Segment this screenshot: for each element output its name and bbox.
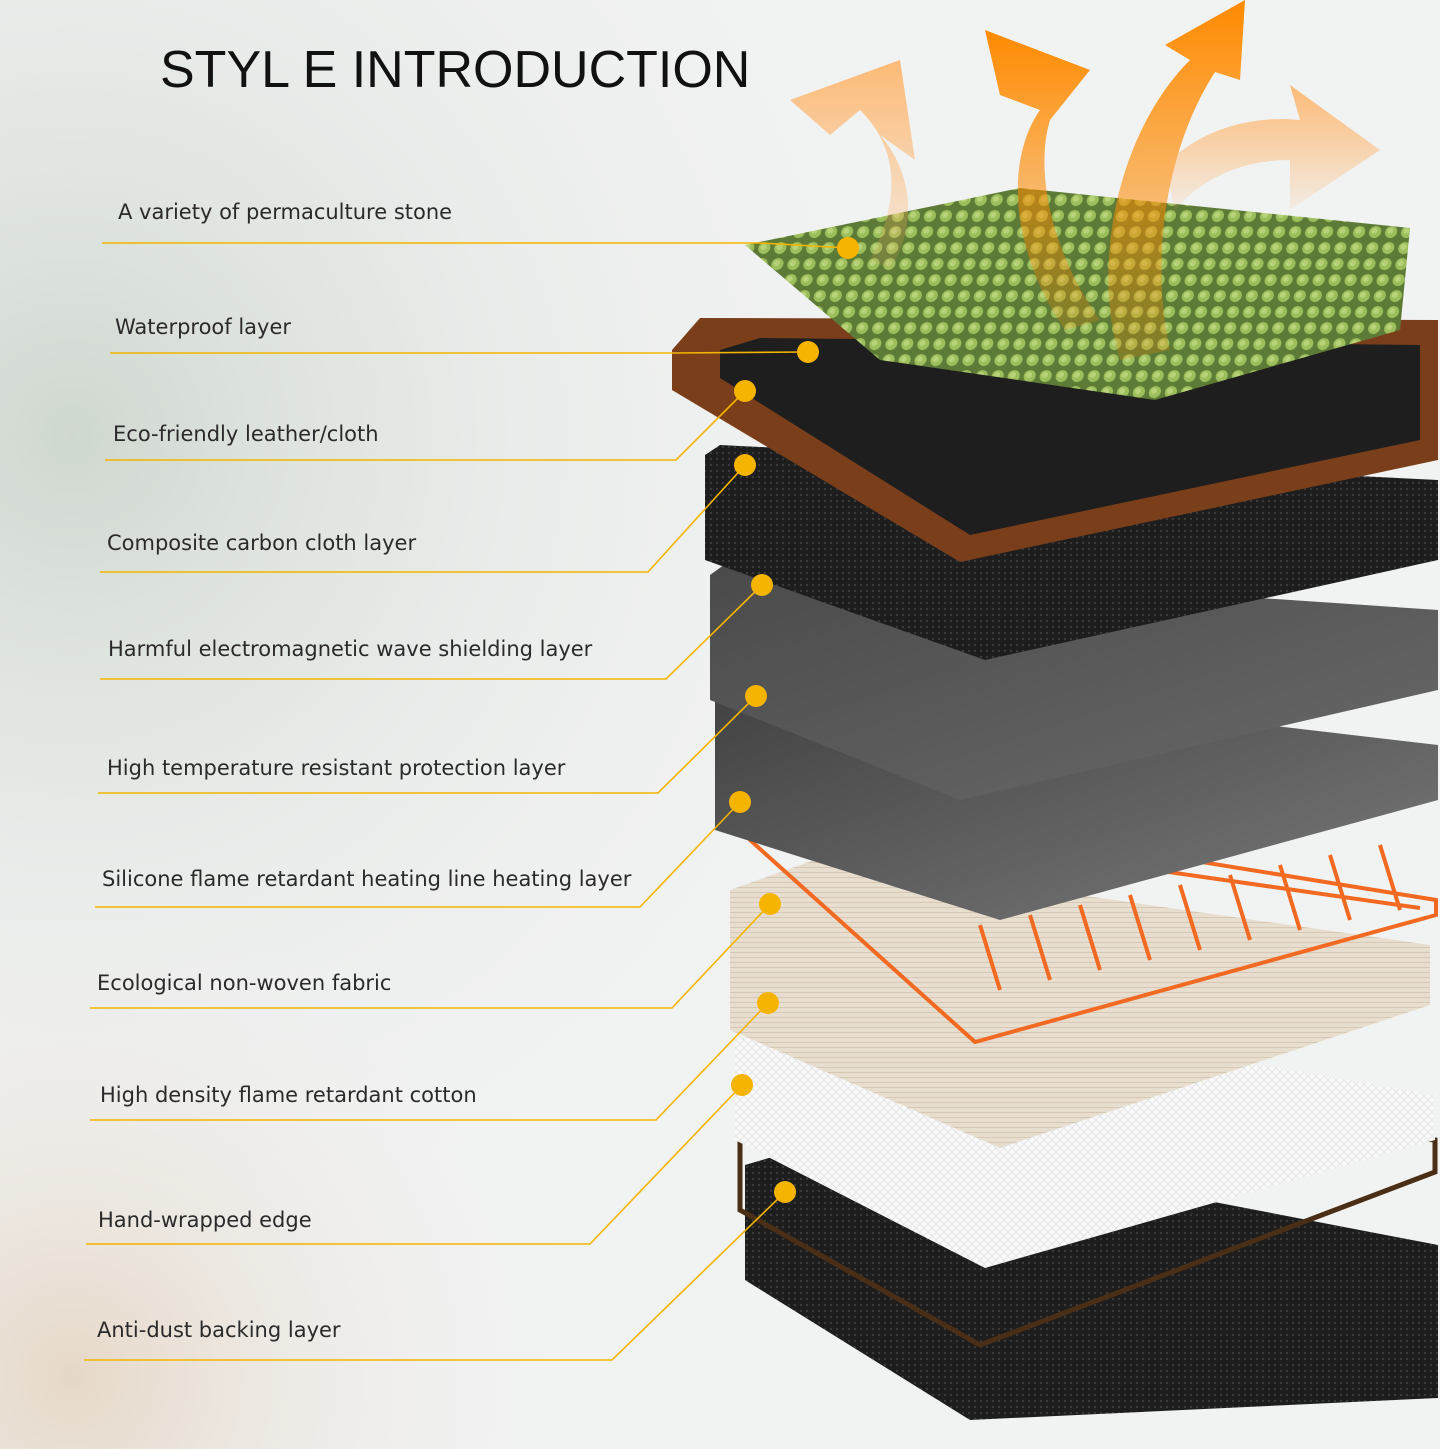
leader-line (110, 351, 809, 354)
leader-dot (797, 341, 819, 363)
leader-dot (731, 1074, 753, 1096)
leader-line (98, 695, 757, 794)
layer-label: Silicone flame retardant heating line he… (102, 867, 632, 891)
leader-dot (837, 237, 859, 259)
leader-dot (745, 685, 767, 707)
leader-line (84, 1191, 786, 1361)
leader-line (102, 242, 849, 249)
leader-line (100, 464, 746, 573)
leader-dot (757, 992, 779, 1014)
leader-dot (774, 1181, 796, 1203)
page-title: STYL E INTRODUCTION (160, 41, 751, 99)
layer-label: High temperature resistant protection la… (107, 756, 566, 780)
layer-label: Ecological non-woven fabric (97, 971, 392, 995)
layer-label: Composite carbon cloth layer (107, 531, 417, 555)
leader-dot (751, 574, 773, 596)
layer-label: High density flame retardant cotton (100, 1083, 477, 1107)
waterproof-layer (720, 338, 1420, 535)
layer-label: Harmful electromagnetic wave shielding l… (108, 637, 593, 661)
leader-line (100, 584, 763, 680)
layer-label: Anti-dust backing layer (97, 1318, 341, 1342)
leader-dot (729, 791, 751, 813)
layer-label: Eco-friendly leather/cloth (113, 422, 379, 446)
layer-label: Hand-wrapped edge (98, 1208, 312, 1232)
leader-dot (734, 454, 756, 476)
heat-arrows-icon (790, 0, 1380, 360)
leader-line (90, 1002, 769, 1121)
leader-line (105, 390, 746, 461)
leader-line (90, 903, 771, 1009)
layer-label: Waterproof layer (115, 315, 292, 339)
leader-dot (759, 893, 781, 915)
leader-line (86, 1084, 743, 1245)
leader-line (95, 801, 741, 908)
layer-label: A variety of permaculture stone (118, 200, 453, 224)
non-woven-fabric (730, 858, 1430, 1148)
leader-dot (734, 380, 756, 402)
